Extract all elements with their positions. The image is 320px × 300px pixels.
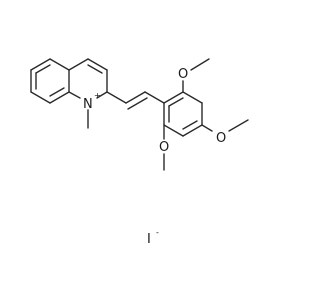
vinyl-linker xyxy=(106,91,165,110)
quinoline-benzo-ring xyxy=(30,58,70,104)
iodide-charge-label: - xyxy=(156,228,159,237)
oxygen-bottom-right-label: O xyxy=(216,131,226,146)
nitrogen-charge-label: + xyxy=(94,91,101,100)
trimethoxyphenyl-ring xyxy=(163,91,203,137)
molecule-structure: N + O O O I - xyxy=(30,58,249,247)
methoxy-right xyxy=(201,119,249,132)
quinoline-pyridinium-ring xyxy=(68,58,108,99)
nitrogen-atom-label: N xyxy=(83,97,93,112)
oxygen-top-label: O xyxy=(178,67,188,82)
iodide-label: I xyxy=(147,232,151,247)
methoxy-top xyxy=(182,58,210,93)
oxygen-bottom-left-label: O xyxy=(159,140,169,155)
